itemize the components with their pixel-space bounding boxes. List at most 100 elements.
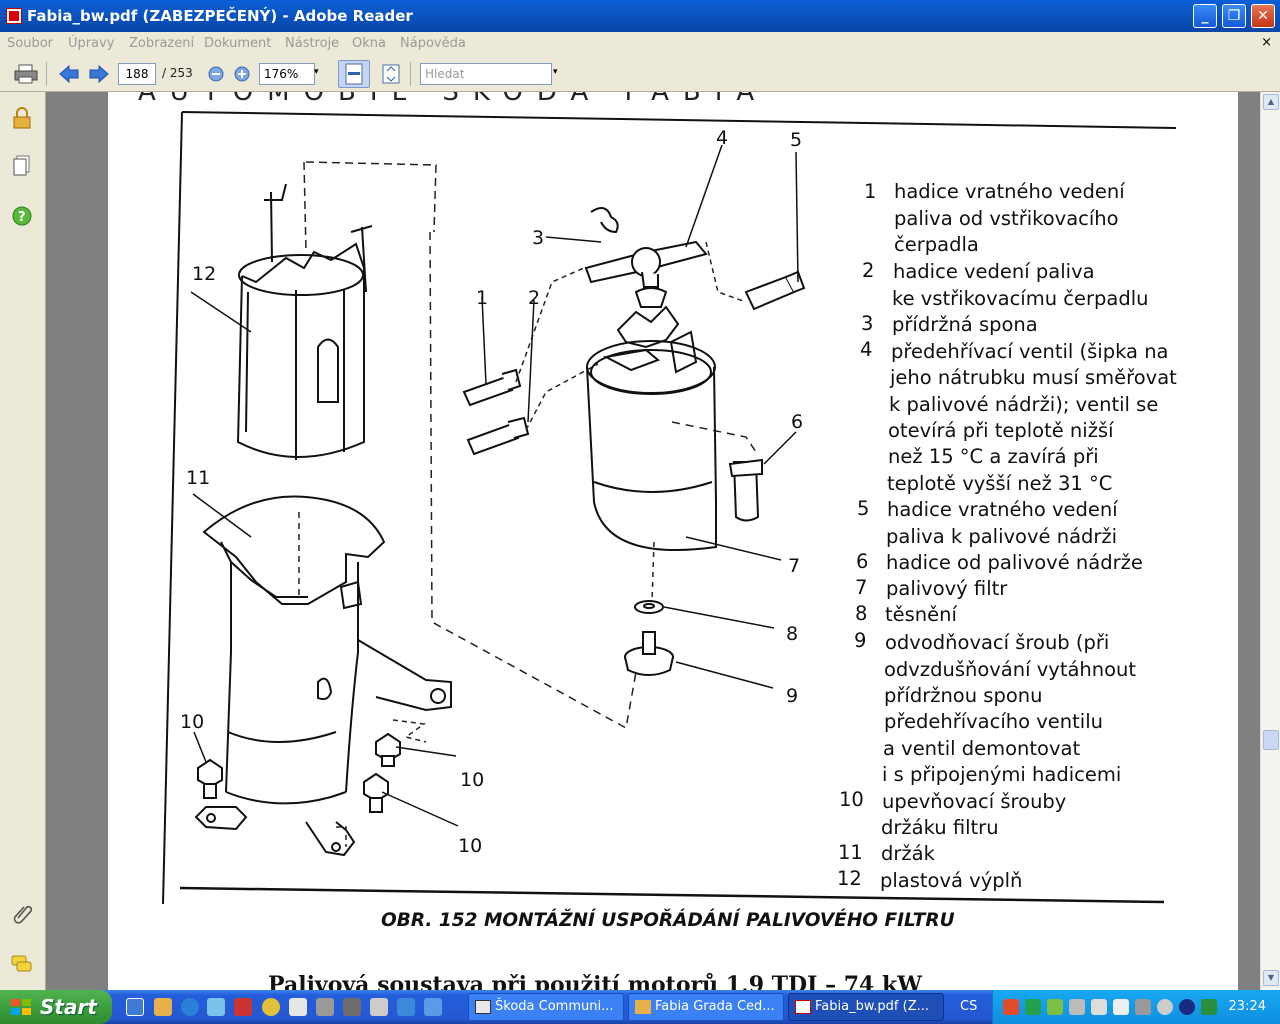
task-label: Fabia_bw.pdf (Z... [815,999,929,1014]
menu-soubor[interactable]: Soubor [7,36,53,51]
maximize-button[interactable]: ❐ [1222,4,1246,28]
fit-page-icon[interactable] [380,63,402,85]
tray-settings-icon[interactable] [1157,999,1173,1015]
seal-drawing [634,600,664,614]
taskbar: Start Škoda Communi... Fabia Grada Ced..… [0,990,1280,1024]
legend-num-10: 10 [839,788,864,811]
zoom-in-icon[interactable] [234,66,250,82]
document-view[interactable]: AUTOMOBIL ŠKODA FABIA [46,92,1260,990]
close-button[interactable]: ✕ [1251,4,1275,28]
clock[interactable]: 23:24 [1228,999,1266,1014]
leader-lines [190,144,799,827]
legend-11-line-1: držák [881,842,936,865]
task-label: Škoda Communi... [495,999,614,1014]
callout-7: 7 [788,555,800,577]
quicklaunch-explorer-icon[interactable] [207,998,225,1016]
callout-5: 5 [790,129,802,151]
start-button[interactable]: Start [0,990,112,1024]
menu-upravy[interactable]: Úpravy [68,36,115,51]
quicklaunch-monitor-icon[interactable] [316,998,334,1016]
legend-2-line-1: hadice vedení paliva [893,260,1095,283]
quicklaunch-screen-icon[interactable] [397,998,415,1016]
attachments-paperclip-icon[interactable] [12,902,34,924]
print-icon[interactable] [14,64,38,84]
menu-zobrazeni[interactable]: Zobrazení [129,36,195,51]
task-fabia-grada[interactable]: Fabia Grada Ced... [628,993,784,1021]
help-icon[interactable]: ? [12,206,32,226]
callout-9: 9 [786,685,798,707]
menu-napoveda[interactable]: Nápověda [400,36,466,51]
legend-4-line-3: k palivové nádrži); ventil se [889,393,1158,416]
legend-9-line-1: odvodňovací šroub (při [885,631,1109,654]
legend-num-9: 9 [854,629,866,652]
quicklaunch-tool-icon[interactable] [343,998,361,1016]
quicklaunch-doc-icon[interactable] [289,998,307,1016]
pages-icon[interactable] [12,154,32,178]
title-bar: Fabia_bw.pdf (ZABEZPEČENÝ) - Adobe Reade… [0,0,1280,32]
search-input[interactable]: Hledat [420,63,552,85]
quicklaunch-calc-icon[interactable] [370,998,388,1016]
scroll-up-button[interactable]: ▲ [1263,94,1279,110]
security-lock-icon[interactable] [12,106,32,130]
language-indicator[interactable]: CS [960,999,978,1014]
scroll-thumb[interactable] [1263,730,1279,750]
quicklaunch-chrome-icon[interactable] [262,998,280,1016]
tray-shield-icon[interactable] [1025,999,1041,1015]
tray-cursor-icon[interactable] [1113,999,1129,1015]
legend-8-line-1: těsnění [885,603,958,626]
legend-1-line-3: čerpadla [894,233,979,256]
menu-dokument[interactable]: Dokument [204,36,272,51]
next-page-icon[interactable] [88,64,110,84]
tray-printer-icon[interactable] [1091,999,1107,1015]
callout-3: 3 [532,227,544,249]
legend-4-line-5: než 15 °C a zavírá při [888,445,1099,468]
tank-hose-6-drawing [728,458,763,522]
zoom-dropdown-arrow-icon[interactable]: ▾ [314,67,319,77]
legend-5-line-1: hadice vratného vedení [887,498,1118,521]
legend-num-5: 5 [857,497,869,520]
legend-7-line-1: palivový filtr [886,577,1008,600]
quicklaunch-ie-icon[interactable] [181,998,199,1016]
parts-legend: 1 hadice vratného vedení paliva od vstři… [837,180,1177,892]
menu-nastroje[interactable]: Nástroje [285,36,340,51]
quicklaunch-folder-icon[interactable] [154,998,172,1016]
task-skoda-communi[interactable]: Škoda Communi... [468,993,624,1021]
legend-12-line-1: plastová výplň [880,869,1022,892]
legend-num-12: 12 [837,867,862,890]
return-hose-5-drawing [744,270,806,311]
zoom-input[interactable]: 176% [259,63,315,85]
pdf-app-icon [6,8,22,24]
tray-antivirus-icon[interactable] [1179,999,1195,1015]
quicklaunch-desktop-icon[interactable] [126,998,144,1016]
preheating-valve-drawing [584,207,708,288]
tray-network-icon[interactable] [1047,999,1063,1015]
page-number-input[interactable]: 188 [118,63,156,85]
tray-speaker-icon[interactable] [1201,999,1217,1015]
legend-num-2: 2 [862,259,874,282]
minimize-button[interactable]: _ [1193,4,1217,28]
search-dropdown-arrow-icon[interactable]: ▾ [553,67,558,77]
system-tray: 23:24 [992,990,1280,1024]
quicklaunch-app-icon[interactable] [234,998,252,1016]
comments-icon[interactable] [10,954,34,974]
legend-num-6: 6 [856,550,868,573]
tray-app-icon[interactable] [1003,999,1019,1015]
zoom-out-icon[interactable] [208,66,224,82]
tray-monitor-icon[interactable] [1135,999,1151,1015]
previous-page-icon[interactable] [58,64,80,84]
scroll-down-button[interactable]: ▼ [1263,970,1279,986]
legend-num-4: 4 [860,338,872,361]
document-close-icon[interactable]: × [1261,35,1272,50]
figure-caption: OBR. 152 MONTÁŽNÍ USPOŘÁDÁNÍ PALIVOVÉHO … [381,909,955,931]
fit-width-button[interactable] [338,60,370,88]
task-fabia-bw-pdf[interactable]: Fabia_bw.pdf (Z... [788,993,944,1021]
menu-bar: Soubor Úpravy Zobrazení Dokument Nástroj… [0,32,1280,56]
legend-4-line-6: teplotě vyšší než 31 °C [887,472,1112,495]
menu-okna[interactable]: Okna [352,36,386,51]
tray-device-icon[interactable] [1069,999,1085,1015]
legend-9-line-4: předehřívacího ventilu [884,710,1103,733]
vertical-scrollbar[interactable]: ▲ ▼ [1260,92,1280,990]
callout-10-bottom: 10 [458,835,482,857]
legend-1-line-2: paliva od vstřikovacího [894,207,1119,230]
quicklaunch-more-icon[interactable] [424,998,442,1016]
